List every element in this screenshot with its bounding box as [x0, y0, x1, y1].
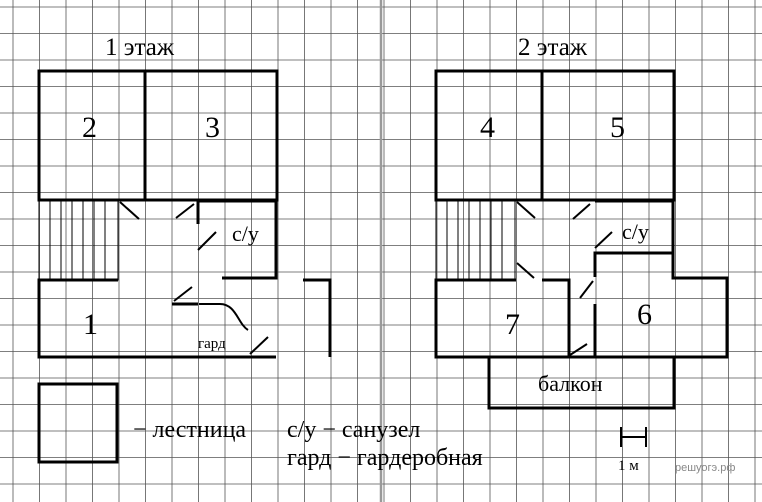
room-label-1: 1 — [83, 308, 98, 341]
legend-bathroom-label: с/у − санузел — [287, 417, 420, 443]
bathroom-1-wall — [196, 199, 278, 280]
balcony-wall — [487, 355, 676, 410]
room-label-4: 4 — [480, 111, 495, 144]
room-6-wall — [593, 253, 729, 359]
room-label-5: 5 — [610, 111, 625, 144]
legend-wardrobe-label: гард − гардеробная — [287, 445, 483, 471]
room-label-2: 2 — [82, 111, 97, 144]
floor2-doors — [516, 201, 613, 356]
room-label-3: 3 — [205, 111, 220, 144]
floor2-stairs — [435, 199, 516, 281]
room-label-7: 7 — [505, 308, 520, 341]
scale-label: 1 м — [618, 458, 639, 474]
room-5-wall — [540, 69, 676, 202]
floor2-title: 2 этаж — [518, 34, 588, 61]
legend-stairs-label: − лестница — [133, 417, 246, 443]
floor1-stairs — [38, 199, 119, 281]
floor1-title: 1 этаж — [105, 34, 175, 61]
wardrobe-label: гард — [198, 336, 226, 352]
legend-stairs-wall — [37, 382, 119, 464]
watermark: решуогэ.рф — [675, 462, 735, 474]
balcony-label: балкон — [538, 371, 603, 396]
room-7-wall — [434, 278, 571, 359]
floor1-doors — [119, 201, 269, 355]
bathroom-label-1: с/у — [232, 221, 259, 246]
bathroom-label-2: с/у — [622, 219, 649, 244]
room-label-6: 6 — [637, 298, 652, 331]
wardrobe-curve — [199, 303, 249, 331]
scale-bar — [620, 427, 647, 447]
